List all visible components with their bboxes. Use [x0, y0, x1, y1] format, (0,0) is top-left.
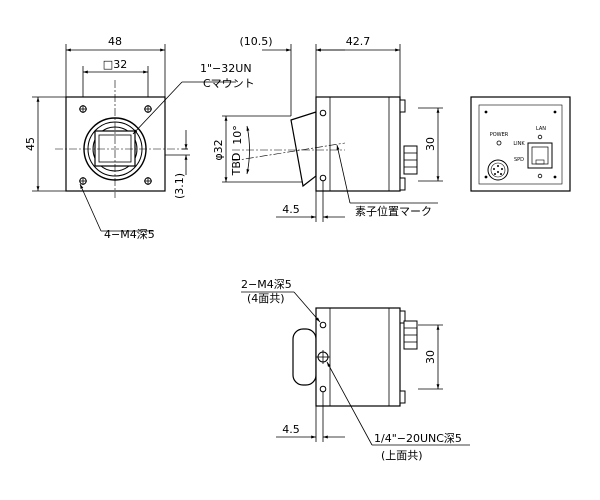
- side-view: (10.5) 42.7 30 φ32 TBD 10° 4.5 素子位置マーク: [212, 35, 443, 222]
- dim-105: (10.5): [239, 35, 272, 48]
- power-led: [496, 140, 502, 146]
- dim-square: □32: [103, 58, 127, 71]
- mount-label-2: Cマウント: [203, 77, 255, 90]
- dim-front-height: 45: [24, 137, 37, 151]
- holes-front-label: 4−M4深5: [104, 228, 155, 241]
- rear-link-label: LINK: [513, 141, 525, 147]
- front-view: 48 □32 45 (3.1) 1"−32UN Cマウント 4−M4深5: [24, 35, 255, 241]
- dim-offset: (3.1): [173, 173, 186, 199]
- dim-side-30: 30: [424, 137, 437, 151]
- bottom-view: 30 4.5 2−M4深5 (4面共) 1/4"−20UNC深5 (上面共): [241, 278, 470, 462]
- holes-side-label-2: (4面共): [247, 292, 285, 305]
- rear-power-label: POWER: [490, 132, 509, 138]
- rear-body: [470, 96, 571, 192]
- rear-spd-label: SPD: [514, 157, 524, 163]
- lens-barrel: [290, 111, 317, 188]
- lens-stub: [292, 328, 317, 386]
- dim-bottom-30: 30: [424, 350, 437, 364]
- tripod-label-2: (上面共): [381, 449, 423, 462]
- front-mount-holes: [79, 105, 152, 185]
- rear-lan-label: LAN: [536, 126, 546, 132]
- side-body: [315, 96, 401, 192]
- mount-label-1: 1"−32UN: [200, 62, 252, 75]
- sensor-label: 素子位置マーク: [355, 204, 432, 218]
- dim-angle: 10°: [231, 125, 244, 145]
- dim-tbd: TBD: [230, 153, 243, 177]
- dim-front-width: 48: [108, 35, 122, 48]
- tripod-label-1: 1/4"−20UNC深5: [374, 432, 462, 445]
- rear-view: POWER LINK SPD LAN: [470, 96, 571, 192]
- holes-side-label-1: 2−M4深5: [241, 278, 292, 291]
- dim-side-45: 4.5: [282, 203, 300, 216]
- dim-diameter: φ32: [212, 139, 225, 160]
- dim-427: 42.7: [346, 35, 371, 48]
- dim-bottom-45: 4.5: [282, 423, 300, 436]
